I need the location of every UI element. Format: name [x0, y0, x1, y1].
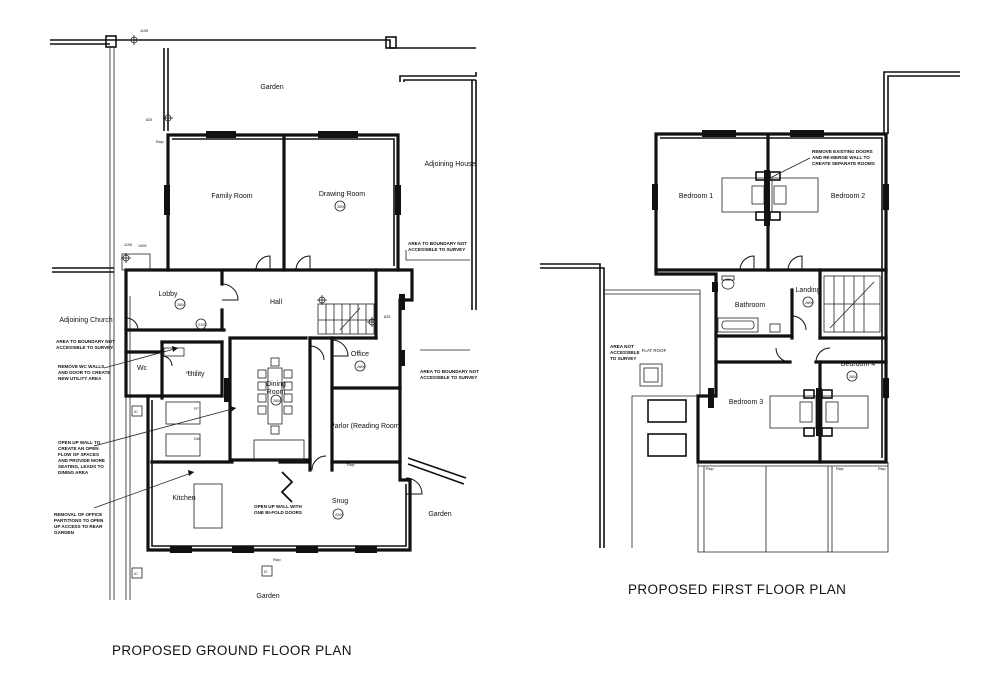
room-label-snug: Snug	[332, 498, 348, 505]
bed-bedroom-4	[821, 389, 869, 437]
rwp-tag: Rwp	[706, 467, 714, 471]
circle-tag: 2600	[177, 303, 185, 307]
circle-tag: 2600	[337, 205, 345, 209]
dimension-tag: 825	[146, 118, 152, 122]
room-label-family-room: Family Room	[211, 193, 252, 200]
note-text: AND PROVIDE MORE	[58, 458, 105, 463]
room-label-garden-top: Garden	[260, 84, 283, 91]
room-label-drawing-room: Drawing Room	[319, 191, 365, 198]
room-label-bedroom-2: Bedroom 2	[831, 193, 865, 200]
note-text: AREA TO BOUNDARY NOT	[56, 339, 115, 344]
room-label-wc: Wc	[137, 365, 148, 372]
note-text: DINING AREA	[58, 470, 89, 475]
note-text: OPEN UP WALL TO	[58, 440, 101, 445]
dimension-tag: 825	[384, 315, 390, 319]
note-text: SEATING, LEADS TO	[58, 464, 104, 469]
first-exterior-walls	[654, 132, 888, 464]
room-label-utility: Utility	[187, 371, 205, 378]
note-text: REMOVE EXISTING DOORS	[812, 149, 873, 154]
rwp-tag: Rwp	[878, 467, 886, 471]
note-text: ONE BI-FOLD DOORS	[254, 510, 302, 515]
room-label-bedroom-1: Bedroom 1	[679, 193, 713, 200]
note-text: ACCESSIBLE TO SURVEY	[408, 247, 465, 252]
note-text: AREA TO BOUNDARY NOT	[420, 369, 479, 374]
room-label-adjoining-church: Adjoining Church	[59, 317, 112, 324]
room-label-hall: Hall	[270, 299, 283, 306]
appliance-tag: DW	[194, 437, 201, 441]
note-text: REMOVAL OF OFFICE	[54, 512, 102, 517]
survey-marker	[121, 35, 377, 327]
bathtub	[717, 317, 759, 333]
note-text: ACCESSIBLE	[610, 350, 640, 355]
note-text: FLOW OF SPACES	[58, 452, 99, 457]
bed-bedroom-3	[769, 389, 817, 437]
note-text: NEW UTILITY AREA	[58, 376, 102, 381]
room-label-parlor: Parlor (Reading Room)	[330, 423, 402, 430]
first-floor-plan: Bedroom 1 Bedroom 2 Bathroom Landing Bed…	[540, 71, 960, 597]
room-label-dining-1: Dining	[266, 381, 286, 388]
bed-bedroom-2	[769, 171, 819, 221]
ground-floor-title: PROPOSED GROUND FLOOR PLAN	[112, 643, 352, 658]
room-label-bedroom-4: Bedroom 4	[841, 361, 875, 368]
note-text: REMOVE WC WALLS	[58, 364, 104, 369]
room-label-dining-2: Room	[267, 389, 286, 396]
room-label-bathroom: Bathroom	[735, 302, 766, 309]
circle-tag: 2600	[273, 399, 281, 403]
note-text: GARDEN	[54, 530, 75, 535]
room-label-landing: Landing	[796, 287, 821, 294]
note-text: CREATE SEPARATE ROOMS	[812, 161, 875, 166]
rwp-tag: Rwp	[836, 467, 844, 471]
circle-tag: 2200	[335, 513, 343, 517]
note-text: OPEN UP WALL WITH	[254, 504, 302, 509]
toilet	[721, 278, 735, 290]
circle-tag: 2600	[849, 375, 857, 379]
room-label-bedroom-3: Bedroom 3	[729, 399, 763, 406]
bed-bedroom-1	[721, 171, 769, 221]
rwp-tag: Rwp	[347, 463, 355, 467]
room-label-office: Office	[351, 351, 369, 358]
circle-tag: 2100	[198, 323, 206, 327]
ic-tag: IC	[134, 572, 138, 576]
note-text: CREATE AN OPEN	[58, 446, 99, 451]
rwp-tag: Rwp	[273, 558, 281, 562]
dimension-tag: 1405	[138, 244, 146, 248]
note-text: AREA NOT	[610, 344, 634, 349]
note-text: ACCESSIBLE TO SURVEY	[420, 375, 477, 380]
circle-tag: 2600	[357, 365, 365, 369]
ic-tag: IC	[264, 570, 268, 574]
room-label-lobby: Lobby	[158, 291, 178, 298]
room-label-kitchen: Kitchen	[172, 495, 195, 502]
note-text: UP ACCESS TO REAR	[54, 524, 103, 529]
room-label-garden-right: Garden	[428, 511, 451, 518]
dimension-tag: 1105	[140, 29, 148, 33]
dimension-tag: 1105	[124, 243, 132, 247]
note-text: AND RE-MERGE WALL TO	[812, 155, 870, 160]
appliance-tag: FF	[194, 407, 199, 411]
note-text: PARTITIONS TO OPEN	[54, 518, 104, 523]
note-text: AREA TO BOUNDARY NOT	[408, 241, 467, 246]
rwp-tag: Rwp	[156, 140, 164, 144]
kitchen-island	[193, 483, 223, 529]
ic-tag: IC	[134, 410, 138, 414]
first-floor-title: PROPOSED FIRST FLOOR PLAN	[628, 582, 846, 597]
circle-tag: 2600	[805, 301, 813, 305]
note-text: TO SURVEY	[610, 356, 636, 361]
appliance-tag: FR	[186, 371, 191, 375]
basin	[769, 323, 781, 333]
note-text: ACCESSIBLE TO SURVEY	[56, 345, 113, 350]
room-label-garden-bottom: Garden	[256, 593, 279, 600]
boundary-wall-top	[50, 39, 476, 49]
room-label-adjoining-house: Adjoining House	[425, 161, 476, 168]
ground-exterior-walls	[124, 133, 414, 552]
dining-table	[267, 367, 283, 425]
ground-floor-plan: Garden Family Room Drawing Room Adjoinin…	[50, 29, 479, 658]
label-flat-roof: FLAT ROOF	[642, 348, 667, 353]
stair-ground	[317, 303, 375, 335]
note-text: AND DOOR TO CREATE	[58, 370, 110, 375]
